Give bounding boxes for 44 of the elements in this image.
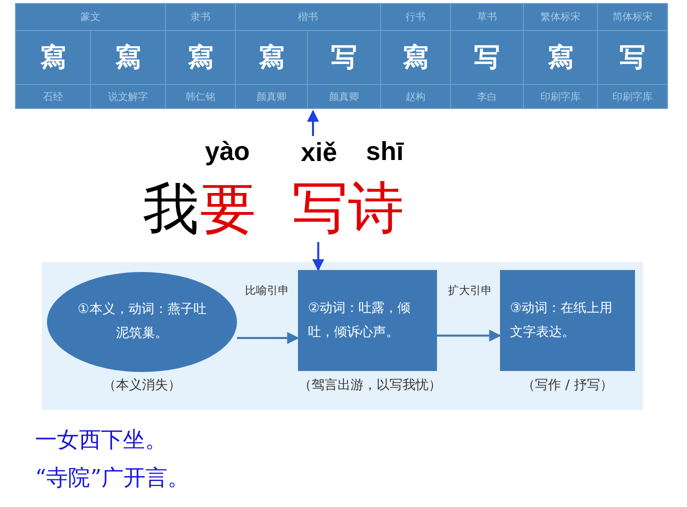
glyph-cell: 写 (598, 30, 668, 84)
source-cell: 说文解字 (90, 84, 166, 108)
node-caption: （写作 / 抒写） (521, 377, 614, 394)
glyph-cell: 寫 (166, 30, 236, 84)
header-cell: 行书 (380, 4, 450, 30)
header-cell: 隶书 (166, 4, 236, 30)
source-cell: 颜真卿 (308, 84, 380, 108)
header-cell: 繁体标宋 (524, 4, 598, 30)
edge-label: 扩大引申 (448, 283, 492, 298)
heading-character: 我 (143, 176, 199, 244)
edge-label: 比喻引申 (245, 283, 289, 298)
heading-text: 写诗 (286, 176, 410, 242)
pinyin: shī (366, 136, 404, 168)
node-caption: （本义消失） (102, 377, 182, 394)
source-cell: 印刷字库 (598, 84, 668, 108)
node-caption: （驾言出游，以写我忧） (298, 377, 442, 394)
glyph-cell: 寫 (524, 30, 598, 84)
verse-line: “寺院”广开言。 (35, 466, 190, 492)
heading-character: 要 (200, 176, 256, 244)
glyph-cell: 写 (308, 30, 380, 84)
glyph-cell: 寫 (380, 30, 450, 84)
process-box: ③动词：在纸上用文字表达。 (500, 270, 635, 371)
arrow (307, 110, 319, 136)
glyph-cell: 寫 (236, 30, 308, 84)
header-cell: 草书 (450, 4, 524, 30)
header-cell: 简体标宋 (598, 4, 668, 30)
header-cell: 篆文 (16, 4, 166, 30)
source-cell: 印刷字库 (524, 84, 598, 108)
arrow (312, 242, 324, 272)
source-cell: 李白 (450, 84, 524, 108)
glyph-cell: 写 (450, 30, 524, 84)
arrow (437, 330, 502, 342)
process-box: ②动词：吐露，倾吐，倾诉心声。 (298, 270, 437, 371)
pinyin: yào (205, 136, 250, 168)
arrow (237, 332, 300, 344)
source-cell: 颜真卿 (236, 84, 308, 108)
source-cell: 韩仁铭 (166, 84, 236, 108)
source-cell: 赵构 (380, 84, 450, 108)
pinyin: xiě (294, 136, 344, 168)
header-cell: 楷书 (236, 4, 380, 30)
glyph-cell: 寫 (90, 30, 166, 84)
glyph-cell: 寫 (16, 30, 90, 84)
verse-line: 一女西下坐。 (35, 428, 167, 454)
source-cell: 石经 (16, 84, 90, 108)
